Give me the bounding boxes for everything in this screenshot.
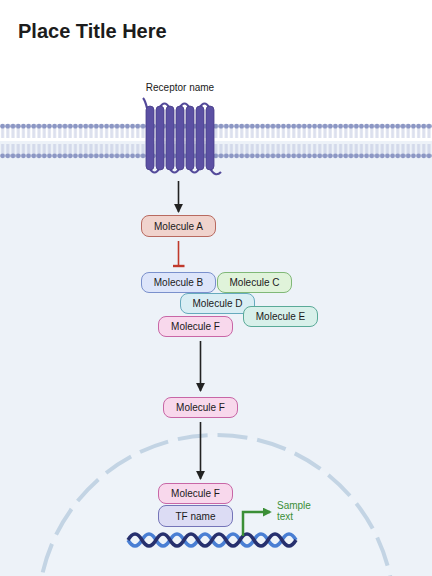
- node-text: Molecule A: [154, 221, 203, 232]
- inhibition-connector: [178, 241, 180, 266]
- node-text: Molecule F: [171, 488, 220, 499]
- activation-arrow: [200, 341, 202, 391]
- molecule-box: Molecule E: [243, 306, 318, 327]
- diagram-title: Place Title Here: [18, 20, 167, 43]
- nucleus-envelope: [38, 435, 394, 576]
- receptor-helix: [146, 106, 154, 170]
- node-text: Molecule B: [154, 277, 203, 288]
- molecule-box: Molecule F: [158, 316, 233, 337]
- node-text: Receptor name: [135, 82, 225, 94]
- receptor-helix: [206, 106, 214, 170]
- node-text: Molecule E: [256, 311, 305, 322]
- node-text: Molecule F: [171, 321, 220, 332]
- molecule-box: TF name: [158, 505, 233, 527]
- receptor: Receptor name: [135, 82, 225, 177]
- receptor-helix: [166, 106, 174, 170]
- molecule-box: Molecule F: [158, 483, 233, 504]
- activation-arrow: [200, 422, 202, 479]
- node-text: Molecule C: [229, 277, 279, 288]
- transcription-arrow: [243, 512, 270, 536]
- dna-helix: [128, 534, 296, 546]
- activation-arrow: [178, 181, 180, 212]
- receptor-loops: [143, 98, 221, 174]
- receptor-shape: [135, 82, 225, 177]
- receptor-helix: [176, 106, 184, 170]
- molecule-box: Molecule A: [141, 215, 216, 237]
- molecule-box: Molecule C: [217, 272, 292, 293]
- molecule-box: Molecule B: [141, 272, 216, 293]
- receptor-helix: [186, 106, 194, 170]
- receptor-helix: [156, 106, 164, 170]
- dna-strand: [128, 534, 296, 546]
- annotation-label: Sample text: [277, 500, 315, 522]
- molecule-box: Molecule F: [163, 397, 238, 418]
- dna-strand: [128, 534, 296, 546]
- node-text: TF name: [175, 511, 215, 522]
- receptor-helix: [196, 106, 204, 170]
- node-text: Molecule D: [192, 298, 242, 309]
- node-text: Molecule F: [176, 402, 225, 413]
- lipid-bilayer: [0, 123, 432, 159]
- cytoplasm: [0, 141, 432, 576]
